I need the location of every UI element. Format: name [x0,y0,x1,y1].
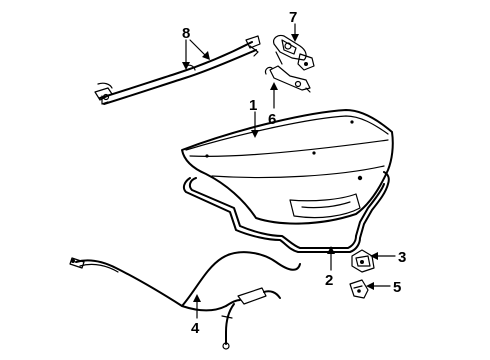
callout-3: 3 [398,249,406,266]
striker-part [349,279,369,299]
callout-8: 8 [182,25,190,42]
hinge-part [273,34,315,71]
callout-5: 5 [393,279,401,296]
release-cable-part [69,251,301,350]
latch-part [351,249,375,273]
torsion-rods-part [94,35,261,105]
callout-4: 4 [191,320,200,337]
leader-lines [182,23,396,319]
callout-1: 1 [249,97,257,114]
trunk-lid-part [181,109,394,225]
callout-6: 6 [268,111,276,128]
callout-2: 2 [325,272,333,289]
hinge-arm-part [264,65,311,93]
callout-7: 7 [289,9,297,26]
weatherstrip-part [182,171,390,253]
